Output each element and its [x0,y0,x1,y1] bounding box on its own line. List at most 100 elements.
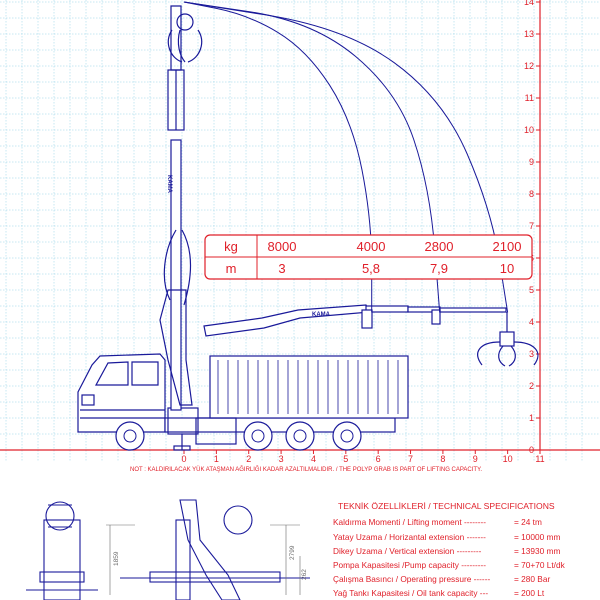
mast-top [170,5,182,71]
y-tick-label: 13 [524,29,534,39]
wheel [285,421,315,451]
stabilizer-foot [173,445,191,451]
truck-cab [77,353,166,433]
truck-wheels [115,421,362,451]
x-tick-label: 6 [376,454,381,464]
y-tick-label: 3 [529,349,534,359]
rear-view-grab [45,501,75,531]
spec-value-1: = 10000 mm [514,532,560,542]
x-tick-label: 5 [343,454,348,464]
top-grab-rotator [176,13,194,31]
cargo-ribs [217,360,399,414]
crane-column [159,5,193,411]
grab-tine-mid-1 [498,345,506,367]
x-tick-label: 7 [408,454,413,464]
wheel-hub [293,429,307,443]
grab-tine-mid-2 [508,345,516,367]
extended-boom [203,304,507,337]
side-view-boom [179,499,241,600]
x-tick-labels: 0 1 2 3 4 5 6 7 8 9 10 11 [181,454,544,464]
load-kg-3: 2100 [493,239,522,254]
side-view-base [149,571,281,583]
reach-curves [183,1,509,313]
grab-rotator [499,331,515,347]
x-tick-label: 0 [181,454,186,464]
hose-2 [181,229,192,306]
load-m-1: 5,8 [362,261,380,276]
truck-drawing [77,353,409,451]
reach-curve-2 [183,1,509,313]
y-tick-label: 4 [529,317,534,327]
wheel [115,421,145,451]
x-tick-label: 1 [214,454,219,464]
spec-value-3: = 70+70 Lt/dk [514,560,566,570]
dimension-lines [106,524,301,595]
grab-tine-left [477,341,501,366]
load-table-m-label: m [226,261,237,276]
side-view-drawing [120,499,310,600]
cargo-box [209,355,409,419]
rear-view-drawing [26,501,98,600]
top-grab-tine-1 [167,29,183,63]
load-kg-1: 4000 [357,239,386,254]
spec-value-0: = 24 tm [514,517,542,527]
boom-ext-3 [439,307,507,313]
load-table: kg m 8000 3 4000 5,8 2800 7,9 2100 10 [204,234,533,280]
wheel-hub [251,429,265,443]
y-tick-label: 2 [529,381,534,391]
crane-base-arms [159,289,193,406]
x-tick-label: 8 [440,454,445,464]
boom-joint-2 [431,309,441,325]
spec-label-5: Yağ Tankı Kapasitesi / Oil tank capacity… [333,588,488,598]
spec-value-5: = 200 Lt [514,588,545,598]
tank-box [195,417,237,445]
spec-label-1: Yatay Uzama / Horizantal extension -----… [333,532,486,542]
rear-view-grab-lines [48,504,72,528]
y-tick-label: 11 [525,93,534,103]
dimension-1859: 1859 [113,551,120,566]
main-mast [170,139,182,411]
dimension-2799: 2799 [289,545,296,560]
load-m-3: 10 [500,261,514,276]
hose-1 [163,229,177,301]
load-kg-2: 2800 [425,239,454,254]
y-tick-label: 9 [529,157,534,167]
grab-tine-right [513,341,539,366]
y-tick-label: 14 [524,0,534,7]
x-tick-label: 4 [311,454,316,464]
spec-label-0: Kaldırma Momenti / Lifting moment ------… [333,517,486,527]
load-m-0: 3 [278,261,285,276]
cab-window [94,361,129,386]
x-tick-label: 10 [503,454,513,464]
y-tick-label: 12 [524,61,534,71]
dimension-262: 262 [301,569,308,580]
x-tick-label: 11 [535,454,544,464]
y-tick-label: 5 [529,285,534,295]
spec-value-4: = 280 Bar [514,574,550,584]
mast-brand-label: KAMA [166,175,172,194]
spec-label-3: Pompa Kapasitesi /Pump capacity --------… [333,560,486,570]
reach-curve-0 [183,1,373,313]
x-tick-label: 3 [279,454,284,464]
headlight [81,394,95,406]
load-m-2: 7,9 [430,261,448,276]
hanging-grab [477,312,539,367]
top-grab [167,13,203,63]
side-view-grab [223,505,253,535]
y-tick-label: 7 [529,221,534,231]
x-tick-label: 9 [473,454,478,464]
load-table-kg-label: kg [224,239,238,254]
top-grab-tine-3 [177,29,186,63]
wheel-hub [340,429,354,443]
side-view-mast [175,519,191,600]
rear-view-body [43,519,81,600]
stabilizer [167,407,199,435]
truck-chassis [164,417,396,433]
y-tick-label: 8 [529,189,534,199]
y-tick-label: 1 [529,413,534,423]
wheel-hub [123,429,137,443]
x-tick-label: 2 [246,454,251,464]
wheel [332,421,362,451]
